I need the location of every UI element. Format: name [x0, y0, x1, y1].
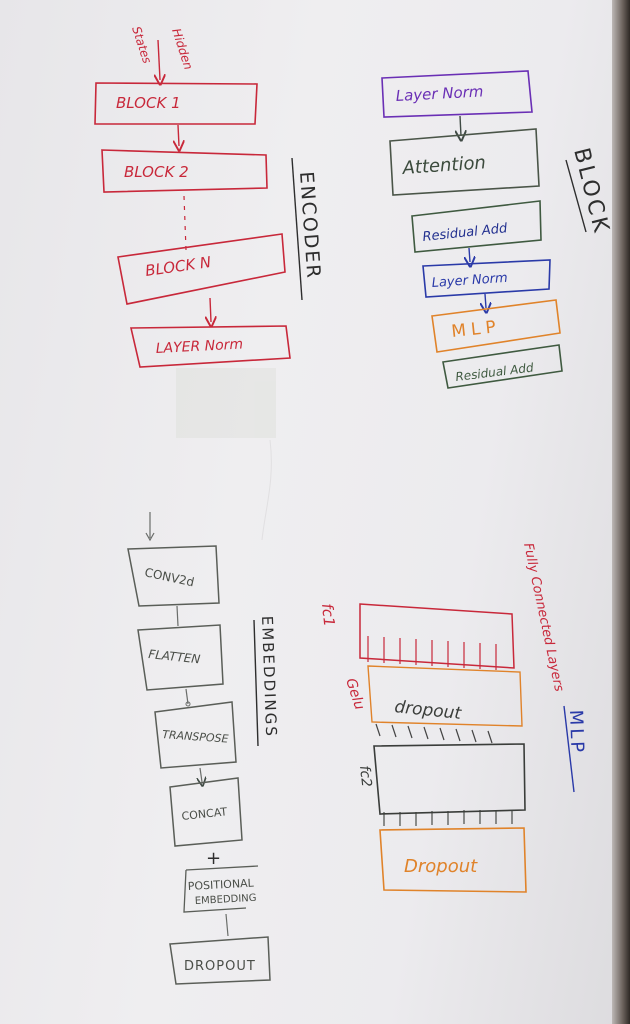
block-residual2-box — [442, 344, 563, 389]
block-arrow-res-norm — [469, 247, 470, 262]
mlp-dropout1-ticks — [375, 723, 493, 744]
encoder-blockN-box — [117, 233, 286, 305]
embeddings-dropout-box — [169, 936, 271, 985]
encoder-layernorm-label: LAYER Norm — [155, 336, 243, 357]
block-mlp-label: MLP — [450, 317, 501, 342]
block-title-underline — [565, 159, 587, 233]
block-attention-box — [389, 128, 540, 196]
embeddings-arrow-transpose-concat — [200, 767, 202, 782]
mlp-dropout2-label: Dropout — [404, 856, 478, 877]
embeddings-plus-sign: + — [206, 848, 221, 869]
encoder-block2-label: BLOCK 2 — [124, 163, 189, 181]
block-layernorm2-label: Layer Norm — [431, 271, 508, 291]
paper-edge-shadow — [612, 0, 630, 1024]
embeddings-conv2d-label: CONV2d — [143, 565, 195, 589]
mlp-fc1-label: fc1 — [318, 603, 338, 628]
encoder-input-arrow — [158, 39, 160, 80]
embeddings-arrow-pos-dropout — [225, 913, 229, 937]
mlp-fc1-ticks — [367, 636, 497, 670]
mlp-fc2-label: fc2 — [356, 765, 374, 788]
paper-smudges — [176, 368, 276, 541]
embeddings-positional-label-2: EMBEDDING — [195, 893, 257, 907]
block-attention-label: Attention — [401, 152, 487, 179]
embeddings-flatten-label: FLATTEN — [148, 647, 201, 666]
encoder-arrow-N-norm — [210, 297, 211, 322]
encoder-block1-box — [94, 82, 258, 125]
mlp-subtitle: Fully Connected Layers — [520, 542, 566, 693]
embeddings-conv2d-box — [127, 545, 220, 607]
block-residual1-box — [411, 200, 542, 253]
embeddings-title: EMBEDDINGS — [258, 616, 280, 739]
block-layernorm1-label: Layer Norm — [395, 82, 484, 105]
embeddings-transpose-label: TRANSPOSE — [162, 728, 229, 746]
mlp-title-underline — [563, 705, 575, 793]
mlp-fc1-box — [359, 603, 515, 669]
encoder-layernorm-box — [129, 325, 291, 368]
embeddings-flatten-box — [137, 624, 224, 691]
embeddings-title-underline — [253, 619, 259, 747]
mlp-title: MLP — [565, 709, 588, 755]
encoder-title-underline — [291, 157, 303, 301]
embeddings-arrow-flatten-transpose — [185, 688, 189, 705]
embeddings-positional-label-1: POSITIONAL — [187, 877, 254, 893]
mlp-fc2-ticks — [383, 810, 513, 826]
embeddings-positional-bracket — [183, 865, 259, 913]
block-layernorm2-box — [422, 259, 551, 298]
encoder-block1-label: BLOCK 1 — [116, 94, 181, 112]
mlp-dropout2-box — [379, 827, 527, 893]
embeddings-diagram: CONV2d FLATTEN TRANSPOSE CONCAT + POSITI… — [127, 512, 280, 985]
embeddings-dropout-label: DROPOUT — [184, 959, 256, 974]
block-arrow-norm-attn — [460, 115, 461, 136]
mlp-fc2-box — [373, 743, 526, 815]
encoder-blockN-label: BLOCK N — [144, 253, 212, 280]
mlp-gelu-label: Gelu — [342, 676, 367, 712]
embeddings-input-arrow — [145, 512, 155, 542]
encoder-dashed-connector — [183, 195, 187, 251]
encoder-block2-box — [101, 149, 268, 193]
embeddings-transpose-box — [154, 701, 237, 769]
embeddings-arrow-conv-flatten — [176, 605, 179, 627]
embeddings-connector-dot — [185, 701, 191, 707]
mlp-diagram: Fully Connected Layers fc1 Gelu — [318, 542, 588, 893]
embeddings-concat-box — [169, 777, 243, 847]
encoder-diagram: Hidden States BLOCK 1 BLOCK 2 BLOCK N LA… — [94, 25, 325, 368]
block-residual1-label: Residual Add — [422, 221, 509, 245]
encoder-input-label-states: States — [129, 25, 154, 65]
encoder-arrow-1-2 — [178, 124, 179, 146]
block-layernorm1-box — [381, 70, 533, 118]
mlp-dropout1-label: dropout — [393, 697, 463, 724]
mlp-dropout1-box — [367, 665, 523, 727]
block-mlp-box — [431, 299, 561, 353]
encoder-input-label-hidden: Hidden — [169, 27, 195, 72]
block-diagram: Layer Norm Attention Residual Add Layer … — [381, 70, 614, 389]
embeddings-concat-label: CONCAT — [181, 805, 228, 823]
block-arrow-norm-mlp — [485, 293, 486, 308]
